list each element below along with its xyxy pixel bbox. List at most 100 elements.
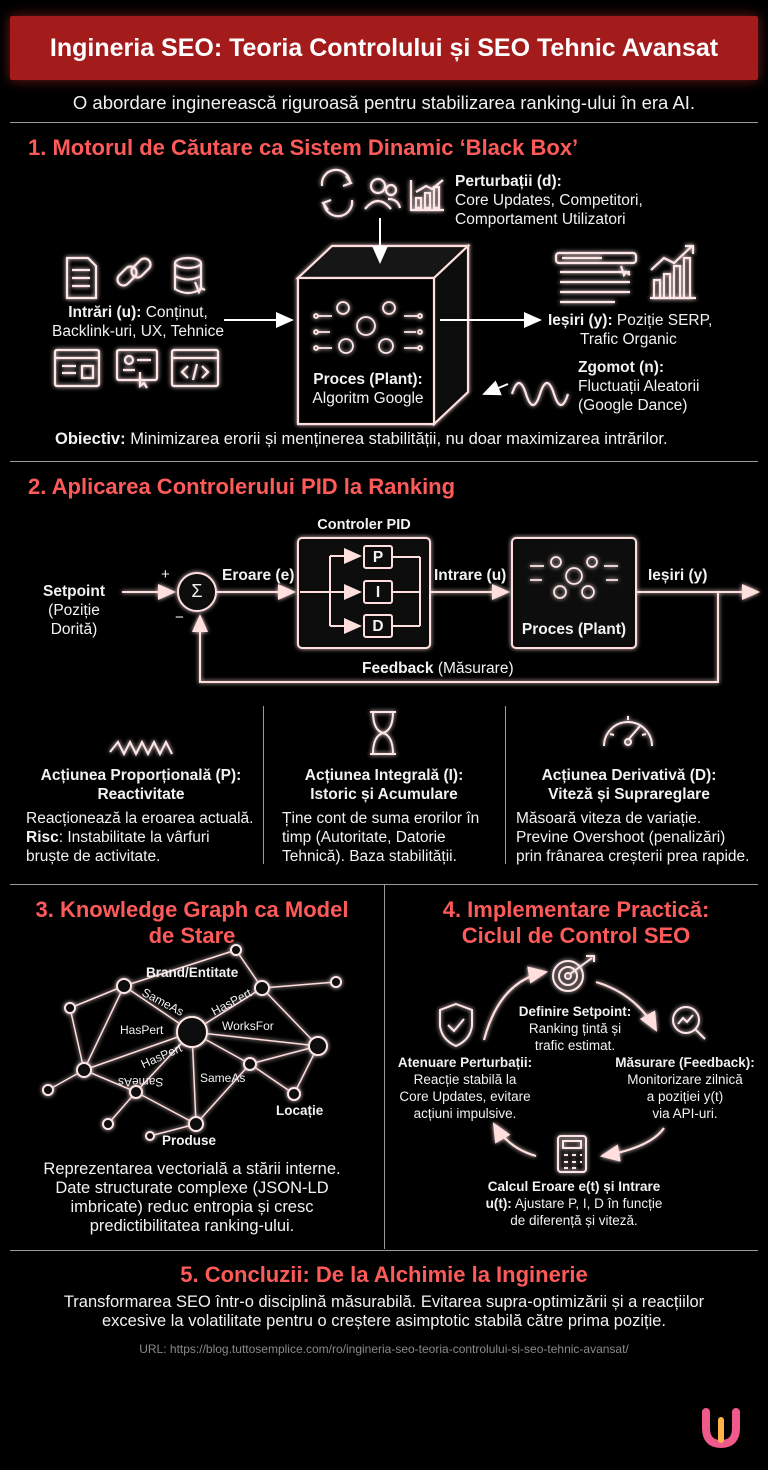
step1-text-2: trafic estimat. [534, 1038, 616, 1053]
gears-network-icon [313, 301, 423, 354]
inputs-label: Intrări (u): Conținut, Backlink-uri, UX,… [40, 303, 236, 341]
plant-gears-icon [530, 556, 618, 599]
outputs-label: Ieșiri (y): Poziție SERP, Trafic Organic [548, 311, 712, 349]
source-url: URL: https://blog.tuttosemplice.com/ro/i… [139, 1342, 629, 1356]
d-action-title: Acțiunea Derivativă (D): Viteză și Supra… [512, 766, 746, 804]
section3-title-2: de Stare [148, 923, 236, 948]
node-brand: Brand/Entitate [146, 965, 239, 980]
hourglass-icon [370, 711, 396, 755]
noise-text-1: Fluctuații Aleatorii [578, 378, 700, 395]
step-attenuation: Atenuare Perturbații: Reacție stabilă la… [390, 1054, 540, 1122]
page-subtitle: O abordare inginerească riguroasă pentru… [72, 92, 696, 113]
step2-text-3: via API-uri. [652, 1106, 718, 1121]
i-action-text-2: timp (Autoritate, Datorie [282, 829, 446, 846]
step2-text-2: a poziției y(t) [646, 1089, 724, 1104]
i-action-title-2: Istoric și Acumulare [310, 786, 458, 803]
refresh-icon [320, 168, 354, 218]
section3-text-4: predictibilitatea ranking-ului. [89, 1217, 295, 1235]
arrow-noise [482, 380, 509, 396]
noise-label: Zgomot (n): Fluctuații Aleatorii (Google… [578, 358, 699, 415]
plant-label: Proces (Plant): Algoritm Google [298, 370, 438, 408]
p-action-title-1: Acțiunea Proporțională (P): [40, 767, 242, 784]
divider [10, 1250, 758, 1251]
feedback-sub: (Măsurare) [433, 660, 514, 677]
error-label: Eroare (e) [222, 567, 295, 584]
brand-logo [702, 1408, 740, 1449]
minus-sign: − [175, 609, 184, 626]
section1-title: 1. Motorul de Căutare ca Sistem Dinamic … [28, 135, 579, 160]
p-action-text-3: bruște de activitate. [26, 848, 161, 865]
code-icon [170, 348, 220, 388]
sigma-symbol: Σ [191, 581, 203, 601]
column-divider [505, 706, 506, 864]
i-action-text: Ține cont de suma erorilor în timp (Auto… [282, 809, 502, 866]
node-location: Locație [276, 1103, 324, 1118]
inputs-text-2: Backlink-uri, UX, Tehnice [51, 323, 224, 340]
divider [10, 122, 758, 123]
plant2-label: Proces (Plant) [521, 621, 627, 638]
step4-title: Atenuare Perturbații: [397, 1055, 533, 1070]
section3-text-2: Date structurate complexe (JSON-LD [55, 1179, 329, 1197]
step4-text-1: Reacție stabilă la [413, 1072, 517, 1087]
title-bar: Ingineria SEO: Teoria Controlului și SEO… [10, 16, 758, 80]
step2-title: Măsurare (Feedback): [615, 1055, 755, 1070]
document-icon [65, 256, 98, 300]
p-action-title-2: Reactivitate [97, 786, 185, 803]
touch-icon [115, 348, 159, 389]
edge-sameas-2: SameAs [200, 1071, 246, 1085]
magnifier-chart-icon [672, 1006, 706, 1040]
outputs-text-1: Poziție SERP, [612, 312, 713, 329]
node-product: Produse [162, 1133, 217, 1148]
section3-text-3: imbricate) reduc entropia și cresc [70, 1198, 314, 1216]
section3-text: Reprezentarea vectorială a stării intern… [10, 1160, 374, 1236]
section4-title: 4. Implementare Practică: Ciclul de Cont… [394, 897, 758, 949]
edge-haspert-2: HasPert [120, 1023, 164, 1037]
target-icon [552, 955, 595, 992]
serp-list-icon [554, 251, 638, 304]
i-action-title-1: Acțiunea Integrală (I): [304, 767, 464, 784]
i-label: I [375, 584, 381, 601]
p-label: P [372, 549, 384, 566]
i-action-text-3: Tehnică). Baza stabilității. [282, 848, 457, 865]
section5-text-1: Transformarea SEO într-o disciplină măsu… [63, 1293, 705, 1311]
inputs-text-1: Conținut, [141, 304, 208, 321]
d-action-text-1: Măsoară viteza de variație. [516, 810, 702, 827]
section5-text-2: excesive la volatilitate pentru o crește… [101, 1312, 666, 1330]
section3-title-1: 3. Knowledge Graph ca Model [35, 897, 349, 922]
section3-title: 3. Knowledge Graph ca Model de Stare [10, 897, 374, 949]
i-action-text-1: Ține cont de suma erorilor în [282, 810, 480, 827]
control-input-label: Intrare (u) [434, 567, 507, 584]
p-action-text: Reacționează la eroarea actuală. Risc: I… [26, 809, 260, 866]
noise-text-2: (Google Dance) [578, 397, 688, 414]
d-action-text-3: prin frânarea creșterii prea rapide. [516, 848, 750, 865]
p-action-risk: Risc [26, 829, 59, 846]
plant-text: Algoritm Google [312, 390, 424, 407]
section3-text-1: Reprezentarea vectorială a stării intern… [43, 1160, 341, 1178]
setpoint-sub: (Poziție Dorită) [48, 602, 100, 638]
section4-title-2: Ciclul de Control SEO [461, 923, 691, 948]
objective-text: Obiectiv: Minimizarea erorii și menținer… [55, 430, 668, 449]
page-title: Ingineria SEO: Teoria Controlului și SEO… [49, 33, 719, 62]
step-compute-error: Calcul Eroare e(t) și Intrare u(t): Ajus… [474, 1178, 674, 1229]
shield-check-icon [439, 1002, 473, 1048]
bar-chart-icon [409, 179, 444, 212]
outputs-title: Ieșiri (y): [548, 312, 613, 329]
output-y-label: Ieșiri (y) [648, 567, 708, 584]
section1-icons [53, 168, 696, 407]
growth-chart-icon [650, 244, 696, 300]
divider [10, 461, 758, 462]
disturbance-text-1: Core Updates, Competitori, [455, 192, 643, 209]
step2-text-1: Monitorizare zilnică [627, 1072, 743, 1087]
section5-text: Transformarea SEO într-o disciplină măsu… [0, 1293, 768, 1331]
edge-sameas-3: SameAs [118, 1075, 164, 1089]
p-action-text-2: : Instabilitate la vârfuri [58, 829, 210, 846]
step4-text-3: acțiuni impulsive. [413, 1106, 517, 1121]
step3-title-1: Calcul Eroare e(t) și Intrare [487, 1179, 661, 1194]
plus-sign: + [161, 566, 170, 583]
users-icon [364, 177, 402, 210]
disturbance-label: Perturbații (d): Core Updates, Competito… [455, 172, 643, 229]
knowledge-graph [47, 949, 337, 1137]
link-icon [116, 257, 152, 287]
step3-text-1: Ajustare P, I, D în funcție [511, 1196, 663, 1211]
